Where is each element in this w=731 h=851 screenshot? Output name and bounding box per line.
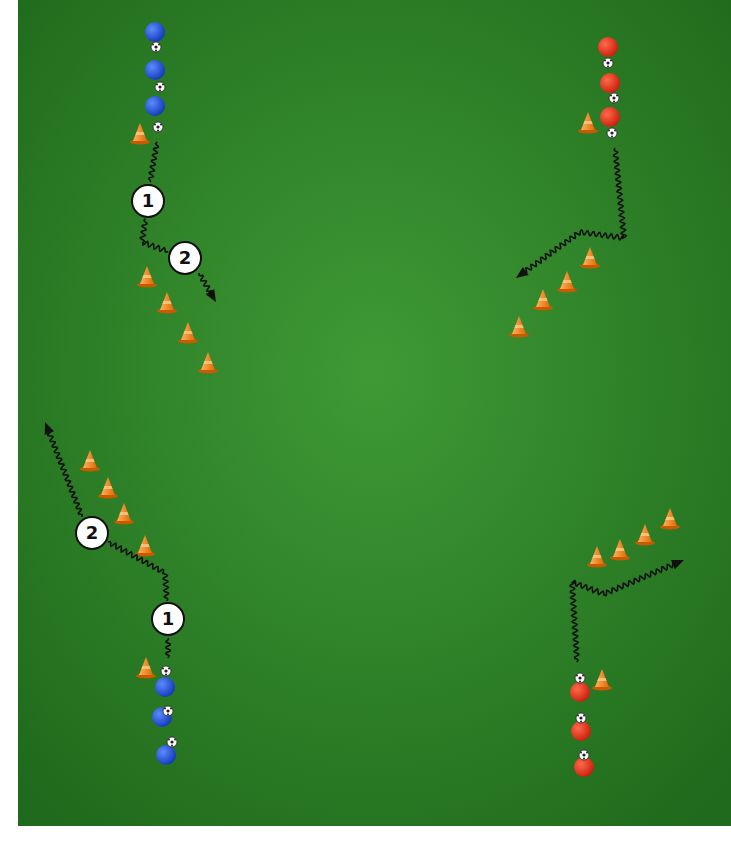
dribble-path bbox=[149, 142, 159, 182]
dribble-connector bbox=[108, 542, 169, 601]
callout-circle: 2 bbox=[168, 241, 202, 275]
arrow-head bbox=[671, 560, 684, 569]
dribble-path bbox=[570, 563, 677, 662]
dribble-path bbox=[523, 148, 627, 273]
callout-number: 1 bbox=[162, 610, 175, 628]
callout-number: 2 bbox=[86, 524, 99, 542]
players bbox=[145, 22, 620, 777]
dribble-path bbox=[48, 429, 83, 517]
cones bbox=[80, 112, 680, 691]
dribble-path bbox=[166, 638, 170, 658]
arrow-head bbox=[45, 422, 54, 435]
callout-number: 1 bbox=[142, 192, 155, 210]
callout-circle: 1 bbox=[151, 602, 185, 636]
dribble-paths bbox=[45, 142, 684, 662]
arrow-head bbox=[206, 289, 216, 302]
callout-number: 2 bbox=[179, 249, 192, 267]
dribble-connector bbox=[140, 219, 168, 252]
pitch bbox=[18, 0, 731, 826]
arrow-head bbox=[516, 267, 529, 278]
callout-circle: 1 bbox=[131, 184, 165, 218]
callout-circle: 2 bbox=[75, 516, 109, 550]
